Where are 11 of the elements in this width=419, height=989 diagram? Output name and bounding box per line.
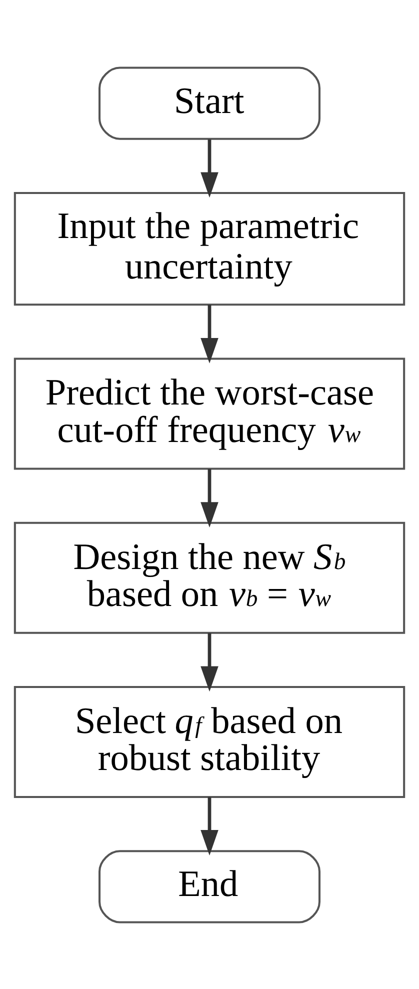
node-box: Input the parametric uncertainty — [14, 191, 406, 306]
arrow — [200, 796, 218, 855]
arrow — [200, 468, 218, 527]
arrow — [200, 632, 218, 692]
node-box: Start — [98, 66, 320, 140]
node-box: End — [98, 850, 320, 923]
arrow — [200, 304, 218, 363]
node-box: Design the new Sb based on vb = vw — [14, 521, 406, 634]
node-box: Select qf based on robust stability — [14, 686, 406, 798]
node-box: Predict the worst-case cut-off frequency vw — [14, 357, 406, 470]
arrow — [200, 138, 218, 198]
